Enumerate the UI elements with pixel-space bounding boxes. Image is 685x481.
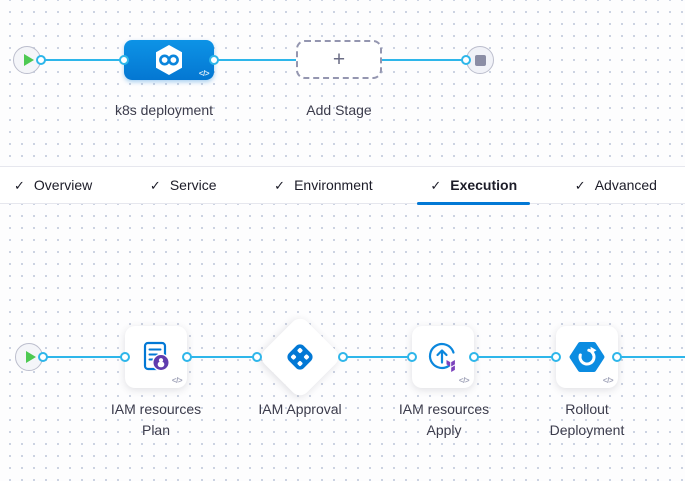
rollout-deployment-icon: [569, 342, 605, 372]
step-label-line: IAM resources: [110, 401, 202, 417]
tab-advanced[interactable]: ✓ Advanced: [575, 166, 657, 204]
step-label-line: Rollout: [565, 401, 609, 417]
check-icon: ✓: [149, 177, 161, 193]
stage-canvas: [0, 0, 685, 166]
code-badge-icon: </>: [458, 376, 470, 385]
connector-dot: [119, 55, 129, 65]
connector-dot: [338, 352, 348, 362]
connector-dot: [407, 352, 417, 362]
tab-label: Environment: [294, 177, 373, 193]
add-stage-button[interactable]: +: [296, 40, 382, 79]
step-label-line: Apply: [426, 422, 462, 438]
check-icon: ✓: [574, 177, 586, 193]
check-icon: ✓: [14, 177, 25, 193]
edge: [382, 59, 466, 61]
approval-icon: [287, 344, 313, 370]
step-label-line: Deployment: [549, 422, 625, 438]
edge: [43, 356, 125, 358]
step-label: IAM Approval: [220, 399, 380, 420]
edge: [474, 356, 557, 358]
tab-label: Service: [169, 177, 217, 193]
step-label: IAM resources Plan: [76, 399, 236, 441]
code-badge-icon: </>: [171, 376, 183, 385]
connector-dot: [38, 352, 48, 362]
connector-dot: [120, 352, 130, 362]
stage-node-k8s-deployment[interactable]: </>: [124, 40, 214, 80]
play-icon: [25, 351, 36, 363]
tab-label: Execution: [450, 177, 518, 193]
plus-icon: +: [332, 47, 346, 71]
tab-label: Overview: [33, 177, 93, 193]
terraform-plan-icon: [143, 341, 170, 372]
connector-dot: [461, 55, 471, 65]
check-icon: ✓: [274, 177, 286, 193]
check-icon: ✓: [430, 177, 442, 193]
step-node-rollout-deployment[interactable]: </>: [556, 326, 618, 388]
connector-dot: [551, 352, 561, 362]
connector-dot: [252, 352, 262, 362]
tab-service[interactable]: ✓ Service: [150, 166, 217, 204]
stage-label: k8s deployment: [114, 102, 214, 118]
step-node-iam-resources-plan[interactable]: </>: [125, 326, 187, 388]
step-node-iam-resources-apply[interactable]: </>: [412, 326, 474, 388]
edge: [343, 356, 412, 358]
connector-dot: [209, 55, 219, 65]
stage-tabbar: ✓ Overview ✓ Service ✓ Environment ✓ Exe…: [0, 166, 685, 205]
tab-environment[interactable]: ✓ Environment: [274, 166, 373, 204]
step-label-line: IAM Approval: [258, 401, 342, 417]
edge: [41, 59, 125, 61]
edge: [617, 356, 685, 358]
edge: [187, 356, 257, 358]
edge: [214, 59, 296, 61]
tab-execution[interactable]: ✓ Execution: [417, 166, 530, 205]
cd-hexagon-infinity-icon: [156, 45, 182, 75]
tab-overview[interactable]: ✓ Overview: [14, 166, 92, 204]
tab-label: Advanced: [594, 177, 657, 193]
add-stage-label: Add Stage: [306, 102, 372, 118]
code-badge-icon: </>: [198, 69, 210, 78]
connector-dot: [469, 352, 479, 362]
step-label-line: Plan: [141, 422, 171, 438]
stop-icon: [474, 54, 486, 66]
step-label-line: IAM resources: [398, 401, 490, 417]
terraform-apply-icon: [428, 342, 456, 372]
connector-dot: [612, 352, 622, 362]
step-label: Rollout Deployment: [507, 399, 667, 441]
play-icon: [23, 54, 34, 66]
step-label: IAM resources Apply: [364, 399, 524, 441]
code-badge-icon: </>: [602, 376, 614, 385]
connector-dot: [182, 352, 192, 362]
connector-dot: [36, 55, 46, 65]
